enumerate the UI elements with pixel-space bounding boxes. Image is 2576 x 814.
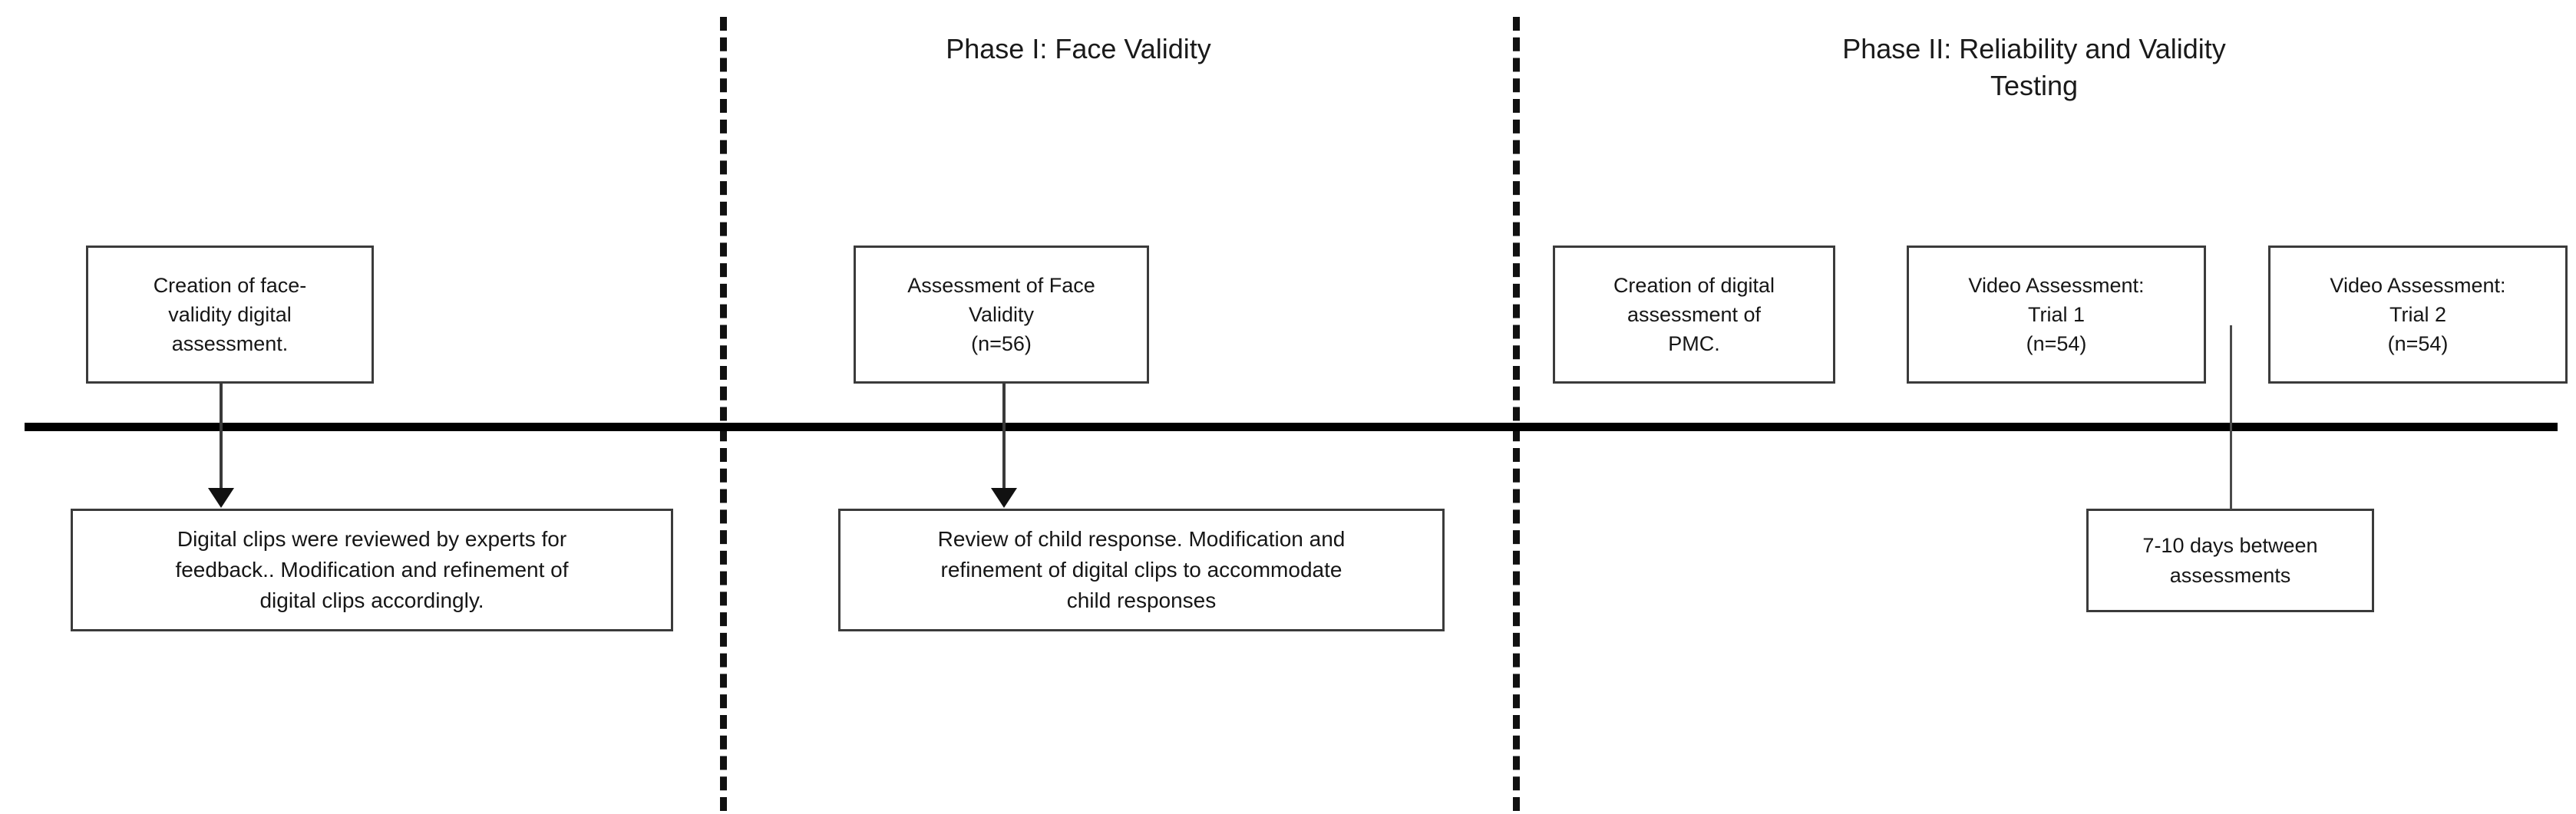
box-video-assessment-trial-1[interactable]: Video Assessment: Trial 1 (n=54) bbox=[1907, 246, 2206, 384]
box-video-assessment-trial-2[interactable]: Video Assessment: Trial 2 (n=54) bbox=[2268, 246, 2568, 384]
box-creation-digital-pmc[interactable]: Creation of digital assessment of PMC. bbox=[1553, 246, 1835, 384]
timeline-axis bbox=[25, 423, 2558, 431]
connector-line-trials-to-days-between bbox=[2230, 325, 2232, 509]
phase-divider-2 bbox=[1513, 17, 1520, 811]
arrowhead-assessment-to-child-review bbox=[991, 488, 1017, 508]
arrowhead-creation-to-expert-review bbox=[208, 488, 234, 508]
box-expert-review-feedback[interactable]: Digital clips were reviewed by experts f… bbox=[71, 509, 673, 631]
box-assessment-face-validity[interactable]: Assessment of Face Validity (n=56) bbox=[854, 246, 1149, 384]
phase-2-heading: Phase II: Reliability and Validity Testi… bbox=[1842, 33, 2226, 101]
phase-divider-1 bbox=[720, 17, 727, 811]
phase-1-heading: Phase I: Face Validity bbox=[946, 33, 1211, 64]
box-days-between-assessments[interactable]: 7-10 days between assessments bbox=[2086, 509, 2374, 612]
box-review-child-response[interactable]: Review of child response. Modification a… bbox=[838, 509, 1445, 631]
box-creation-face-validity[interactable]: Creation of face- validity digital asses… bbox=[86, 246, 374, 384]
connector-line-creation-to-expert-review bbox=[220, 384, 223, 491]
connector-line-assessment-to-child-review bbox=[1002, 384, 1006, 491]
